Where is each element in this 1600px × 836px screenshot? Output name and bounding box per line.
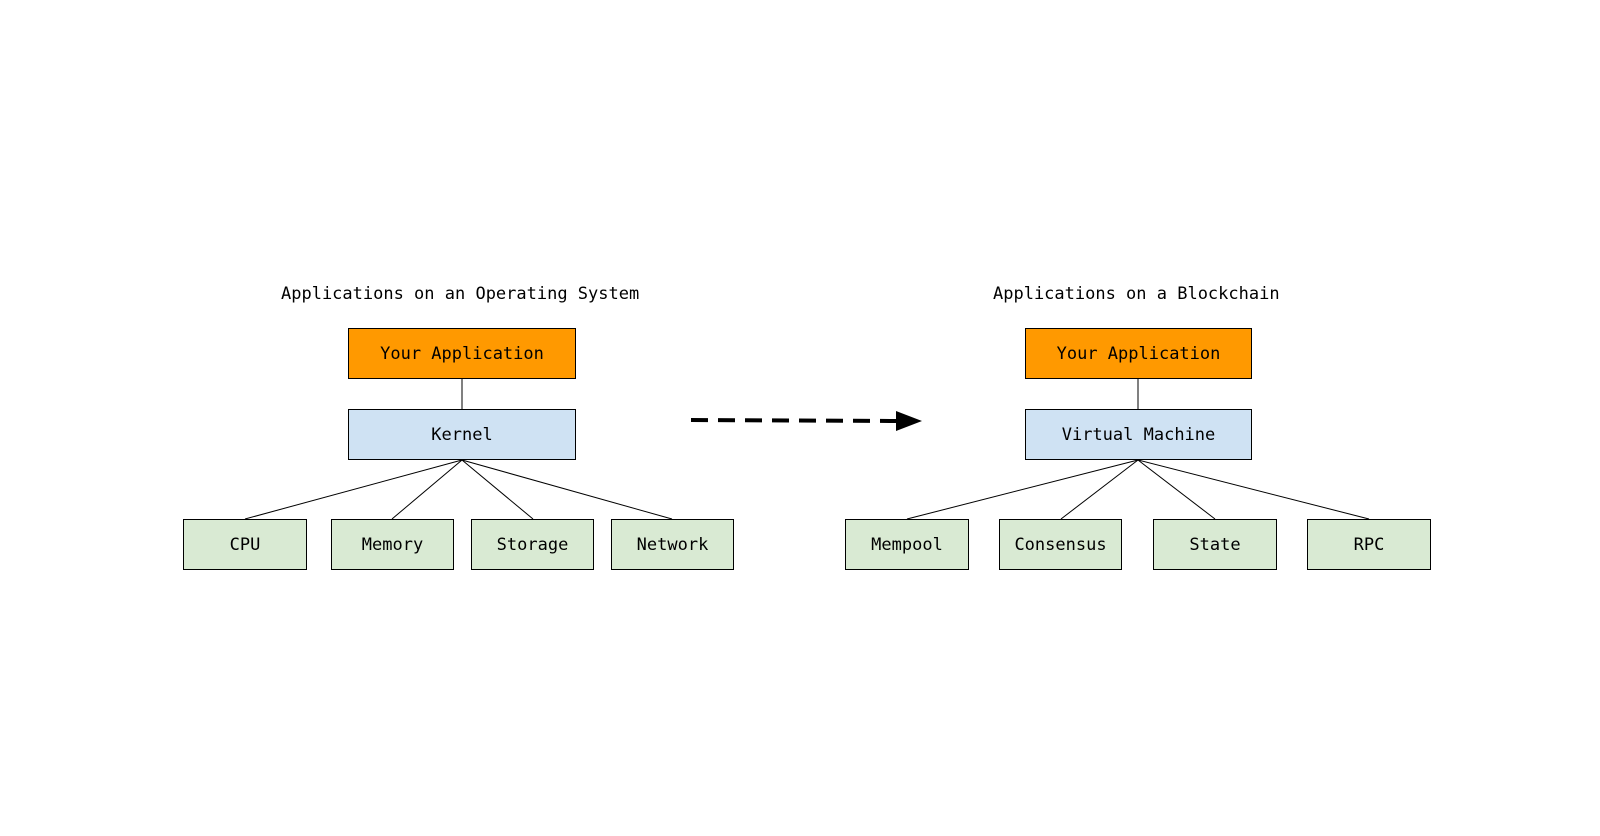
link-kernel-memory: [391, 459, 463, 520]
link-kernel-network: [461, 459, 673, 520]
consensus-box: Consensus: [999, 519, 1122, 570]
link-vm-state: [1137, 459, 1216, 520]
link-vm-rpc: [1137, 459, 1370, 520]
os-diagram-title: Applications on an Operating System: [281, 284, 640, 304]
kernel-box: Kernel: [348, 409, 576, 460]
virtual-machine-box: Virtual Machine: [1025, 409, 1252, 460]
state-box: State: [1153, 519, 1277, 570]
storage-box: Storage: [471, 519, 594, 570]
blockchain-diagram-title: Applications on a Blockchain: [993, 284, 1280, 304]
blockchain-app-box: Your Application: [1025, 328, 1252, 379]
transition-arrow-head: [896, 411, 922, 431]
rpc-box: RPC: [1307, 519, 1431, 570]
link-vm-mempool: [906, 459, 1139, 520]
link-vm-consensus: [1060, 459, 1139, 520]
transition-arrow-shaft: [690, 418, 897, 423]
mempool-box: Mempool: [845, 519, 969, 570]
network-box: Network: [611, 519, 734, 570]
link-kernel-storage: [461, 459, 534, 520]
cpu-box: CPU: [183, 519, 307, 570]
os-app-box: Your Application: [348, 328, 576, 379]
memory-box: Memory: [331, 519, 454, 570]
link-kernel-cpu: [244, 459, 463, 520]
